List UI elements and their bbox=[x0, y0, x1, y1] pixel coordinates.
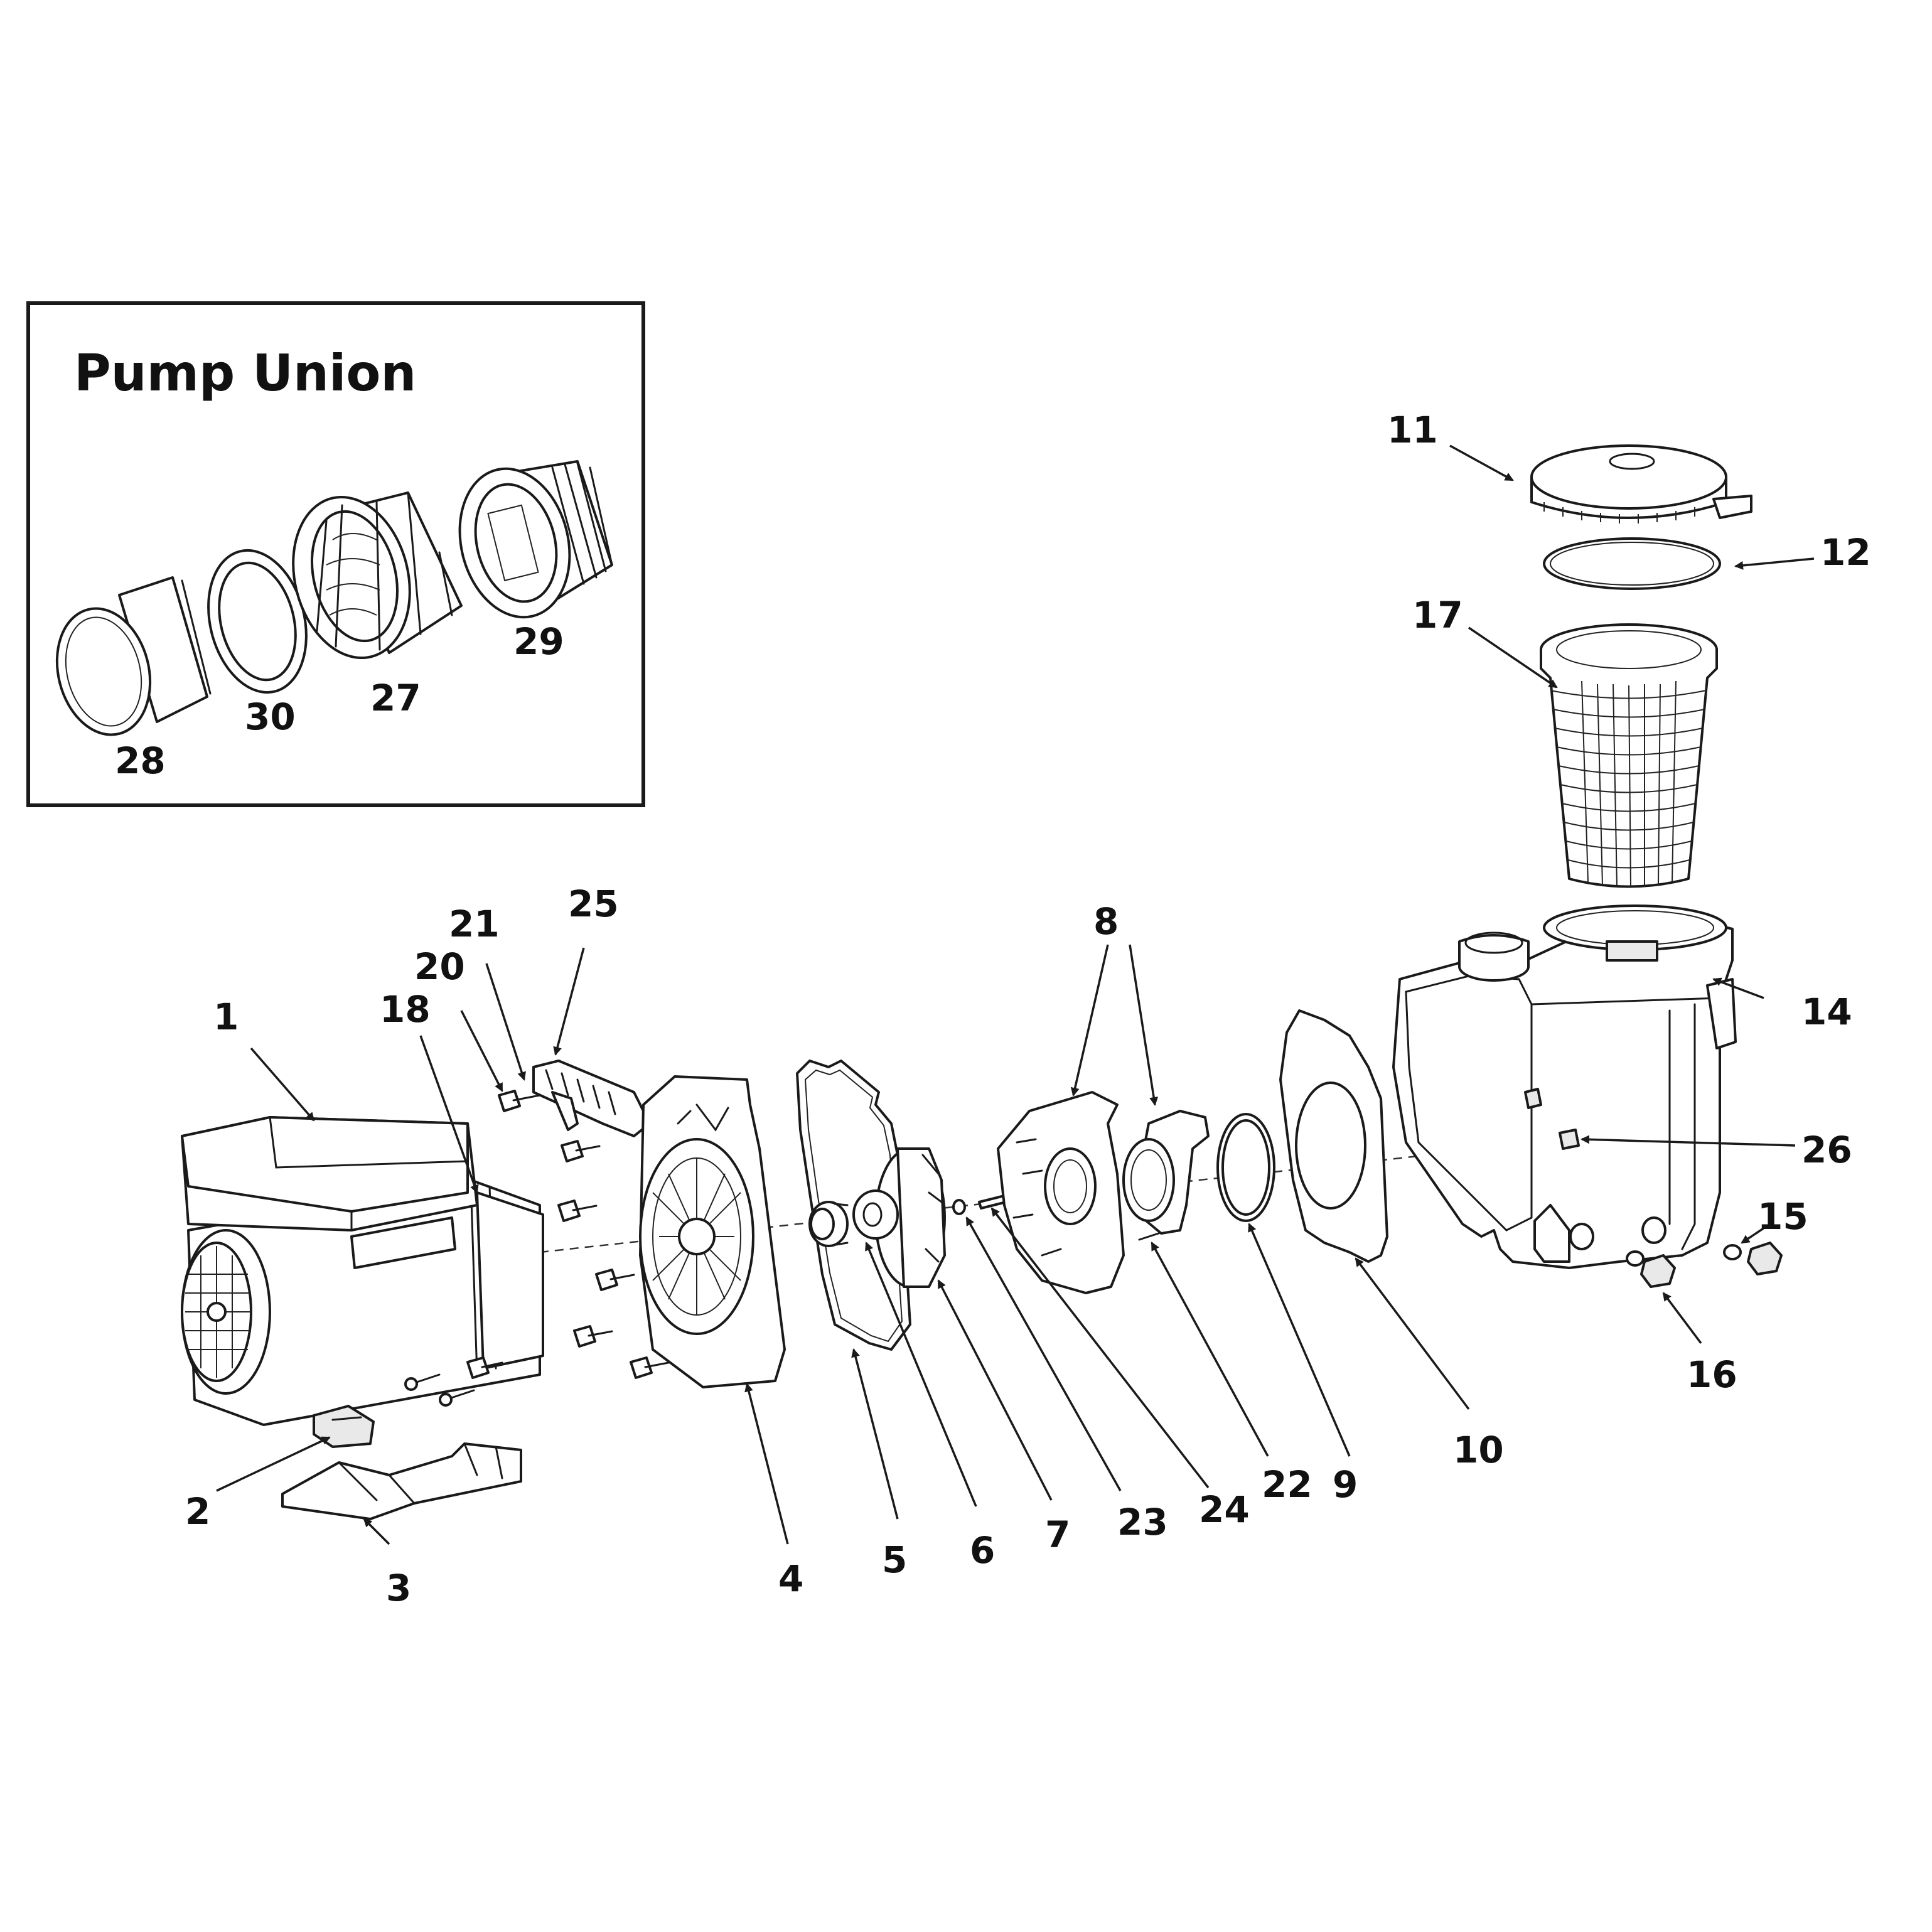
union-adaptor-29 bbox=[458, 460, 613, 619]
callout-16: 16 bbox=[1687, 1353, 1737, 1396]
diffuser-collar-8 bbox=[1122, 1110, 1210, 1235]
callout-12: 12 bbox=[1820, 531, 1871, 574]
callout-10: 10 bbox=[1453, 1429, 1504, 1471]
callout-1: 1 bbox=[213, 996, 239, 1038]
leader-lines bbox=[216, 444, 1815, 1545]
shaft-seal-6 bbox=[808, 1201, 849, 1247]
drain-plug-16 bbox=[1640, 1242, 1783, 1288]
diffuser-oring-9 bbox=[1216, 1113, 1275, 1222]
inset-callout-28: 28 bbox=[115, 739, 166, 782]
housing-gasket-10 bbox=[1279, 1009, 1388, 1263]
motor-base-3 bbox=[281, 1442, 522, 1520]
diffuser-8 bbox=[997, 1091, 1125, 1294]
drain-oring-15 bbox=[1626, 1244, 1742, 1267]
impeller-7 bbox=[852, 1147, 946, 1288]
callout-17: 17 bbox=[1412, 594, 1463, 636]
callout-18: 18 bbox=[380, 988, 431, 1031]
callout-15: 15 bbox=[1758, 1195, 1808, 1238]
callout-26: 26 bbox=[1801, 1129, 1852, 1171]
callout-14: 14 bbox=[1801, 990, 1852, 1033]
callout-4: 4 bbox=[778, 1557, 803, 1600]
callout-8: 8 bbox=[1093, 900, 1119, 943]
callout-3: 3 bbox=[386, 1567, 411, 1609]
callout-labels: 1 2 3 4 5 6 7 8 9 10 11 12 14 15 16 17 1… bbox=[185, 409, 1871, 1609]
impeller-washer-24 bbox=[978, 1194, 1007, 1210]
callout-11: 11 bbox=[1387, 409, 1438, 451]
inset-callout-30: 30 bbox=[245, 695, 296, 738]
strainer-basket-17 bbox=[1540, 623, 1718, 888]
callout-20: 20 bbox=[414, 945, 465, 988]
pump-union-inset: Pump Union 28 30 bbox=[26, 301, 645, 807]
union-tailpiece-28 bbox=[55, 576, 212, 736]
housing-plug-26 bbox=[1559, 1129, 1580, 1150]
callout-9: 9 bbox=[1333, 1463, 1358, 1506]
callout-2: 2 bbox=[185, 1490, 210, 1533]
bolts-motor bbox=[404, 1090, 670, 1407]
pump-housing-14 bbox=[1392, 904, 1737, 1269]
impeller-screw-23 bbox=[952, 1199, 966, 1215]
callout-21: 21 bbox=[449, 903, 500, 945]
inset-callout-29: 29 bbox=[513, 620, 564, 663]
callout-23: 23 bbox=[1117, 1501, 1168, 1543]
callout-24: 24 bbox=[1199, 1488, 1250, 1531]
callout-7: 7 bbox=[1045, 1513, 1070, 1556]
callout-6: 6 bbox=[970, 1529, 995, 1572]
callout-5: 5 bbox=[882, 1538, 907, 1581]
strainer-lid-11 bbox=[1530, 444, 1752, 523]
motor-1 bbox=[181, 1116, 544, 1426]
inset-title: Pump Union bbox=[74, 344, 416, 402]
handle-25 bbox=[532, 1060, 651, 1137]
seal-plate-4 bbox=[639, 1075, 786, 1388]
callout-25: 25 bbox=[568, 883, 619, 925]
callout-22: 22 bbox=[1262, 1463, 1312, 1506]
union-nut-27 bbox=[292, 491, 463, 660]
inset-callout-27: 27 bbox=[370, 677, 421, 719]
lid-oring-12 bbox=[1543, 537, 1721, 590]
